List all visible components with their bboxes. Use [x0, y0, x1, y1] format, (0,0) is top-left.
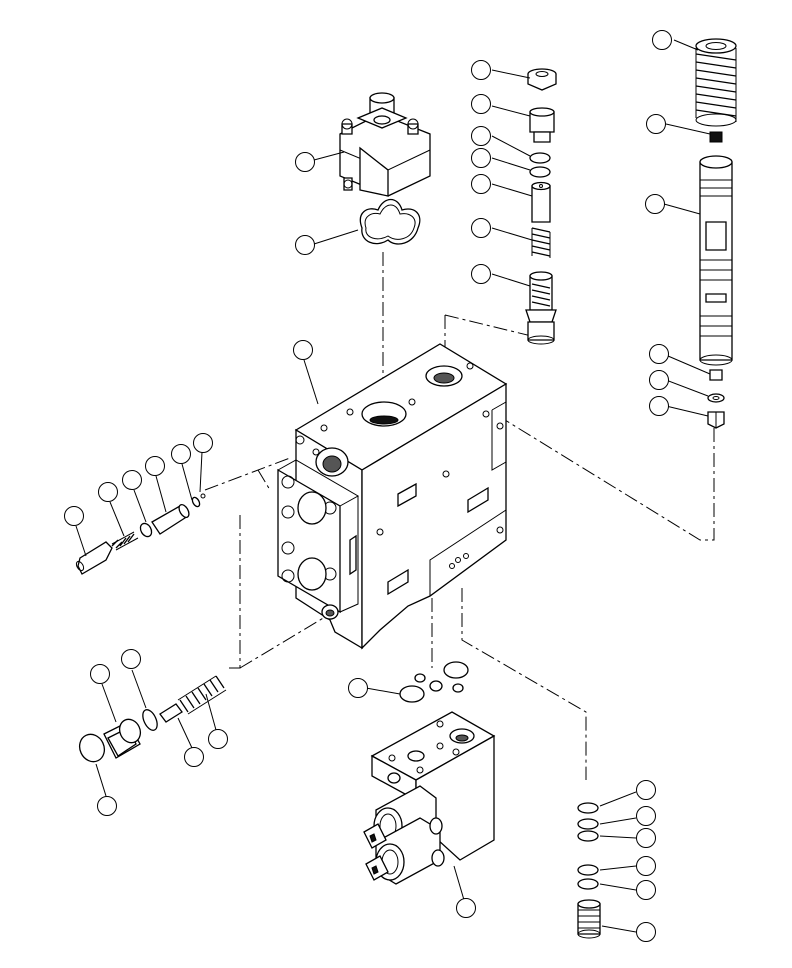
callout-circle [122, 470, 142, 490]
callout-circle [471, 218, 491, 238]
left-upper-parts [75, 493, 206, 575]
spool-spring [695, 38, 737, 127]
callout-circle [98, 482, 118, 502]
callout-circle [636, 828, 656, 848]
callout-circle [348, 678, 368, 698]
pilot-valve-cover [339, 92, 431, 197]
callout-circle [636, 856, 656, 876]
callout-circle [471, 174, 491, 194]
callout-circle [649, 344, 669, 364]
plug-tapered [77, 541, 113, 575]
callout-circle [636, 780, 656, 800]
callout-circle [471, 264, 491, 284]
callout-circle [295, 152, 315, 172]
callout-circle [293, 340, 313, 360]
callout-circle [646, 114, 666, 134]
solenoid-valve-block [363, 711, 496, 885]
bottom-orings-cluster [399, 661, 469, 703]
callout-circle [208, 729, 228, 749]
callout-circle [645, 194, 665, 214]
callout-circle [64, 506, 84, 526]
callout-circle [193, 433, 213, 453]
callout-circle [184, 747, 204, 767]
callout-circle [145, 456, 165, 476]
center-lines [204, 252, 715, 780]
callout-circle [471, 94, 491, 114]
callout-circle [171, 444, 191, 464]
callout-circle [649, 396, 669, 416]
callout-circle [471, 126, 491, 146]
callout-circle [90, 664, 110, 684]
callout-circle [97, 796, 117, 816]
centerline-left-lower [228, 515, 331, 669]
centerline-left-upper [204, 457, 291, 491]
bottom-right-parts [577, 802, 601, 939]
callout-circle [471, 148, 491, 168]
left-spring-lower [177, 675, 227, 715]
callout-circle [295, 235, 315, 255]
leader-lines [75, 39, 711, 933]
centerline-right-spool [504, 419, 715, 541]
callout-circle [636, 922, 656, 942]
callout-circle [636, 806, 656, 826]
callout-circle [652, 30, 672, 50]
callout-circle [471, 60, 491, 80]
callout-circle [456, 898, 476, 918]
spool-assembly [695, 38, 737, 429]
callout-circle [636, 880, 656, 900]
valve-body [277, 343, 508, 650]
pilot-valve-oring [359, 198, 421, 245]
relief-valve-stack [525, 68, 557, 345]
left-lower-parts [78, 675, 227, 763]
relief-spring [531, 227, 551, 258]
callout-circle [121, 649, 141, 669]
callouts [64, 30, 672, 942]
left-spring-upper [111, 531, 139, 551]
callout-circle [649, 370, 669, 390]
centerline-bottom-b [461, 588, 587, 780]
